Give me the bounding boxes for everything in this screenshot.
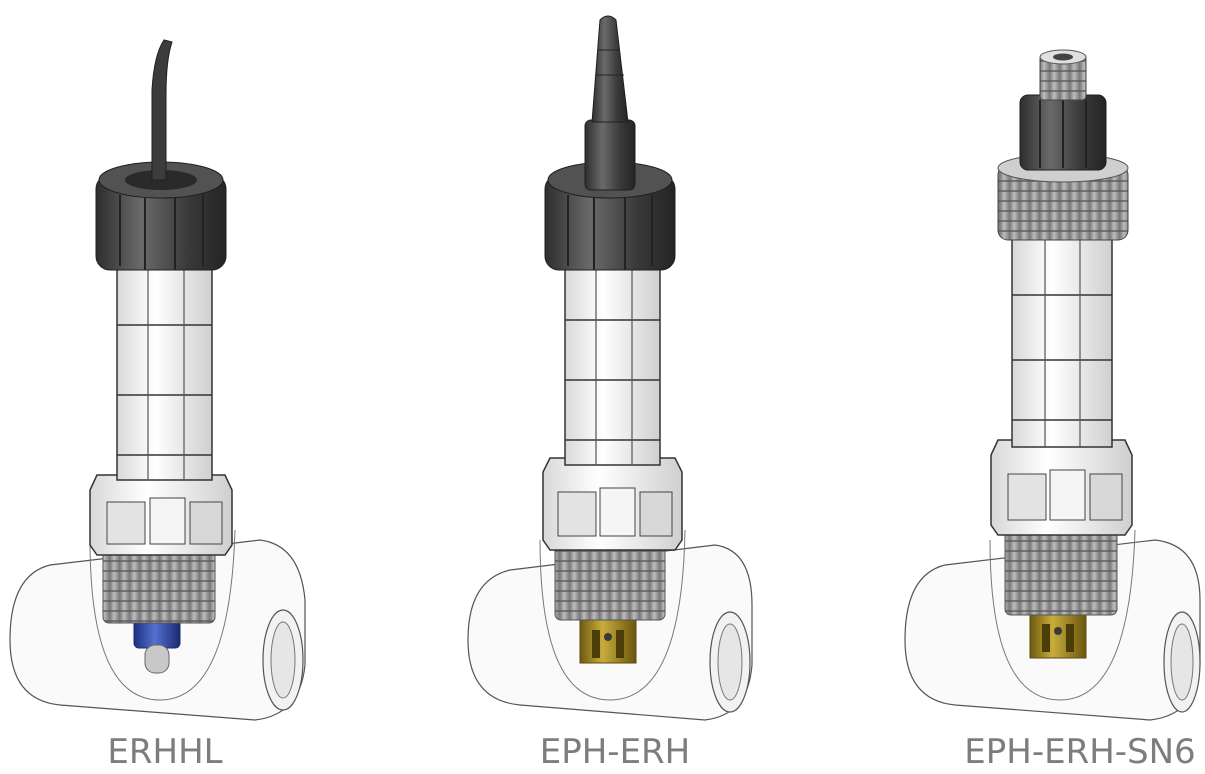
- hex-collar: [542, 457, 683, 551]
- sensor-tip-gold: [579, 614, 637, 664]
- conical-boot: [584, 15, 636, 191]
- cage-body: [564, 264, 661, 466]
- cable: [151, 39, 173, 181]
- product-label-eph-erh: EPH-ERH: [539, 732, 691, 772]
- thread-section: [554, 544, 666, 621]
- sensor-tip-gold: [1029, 609, 1087, 659]
- cage-body: [116, 264, 213, 481]
- product-label-eph-erh-sn6: EPH-ERH-SN6: [964, 732, 1196, 772]
- hex-collar: [89, 474, 233, 556]
- thread-section: [1004, 529, 1118, 616]
- sn6-connector: [1019, 49, 1107, 171]
- product-label-erhhl: ERHHL: [107, 732, 223, 772]
- cap-nut: [95, 161, 227, 271]
- thread-section: [102, 544, 216, 624]
- product-erhhl: [9, 39, 306, 721]
- product-eph-erh: [467, 15, 753, 721]
- sensor-tip-blue: [133, 617, 181, 674]
- product-eph-erh-sn6: [904, 49, 1201, 721]
- cage-body: [1011, 234, 1113, 448]
- hex-collar: [990, 439, 1133, 536]
